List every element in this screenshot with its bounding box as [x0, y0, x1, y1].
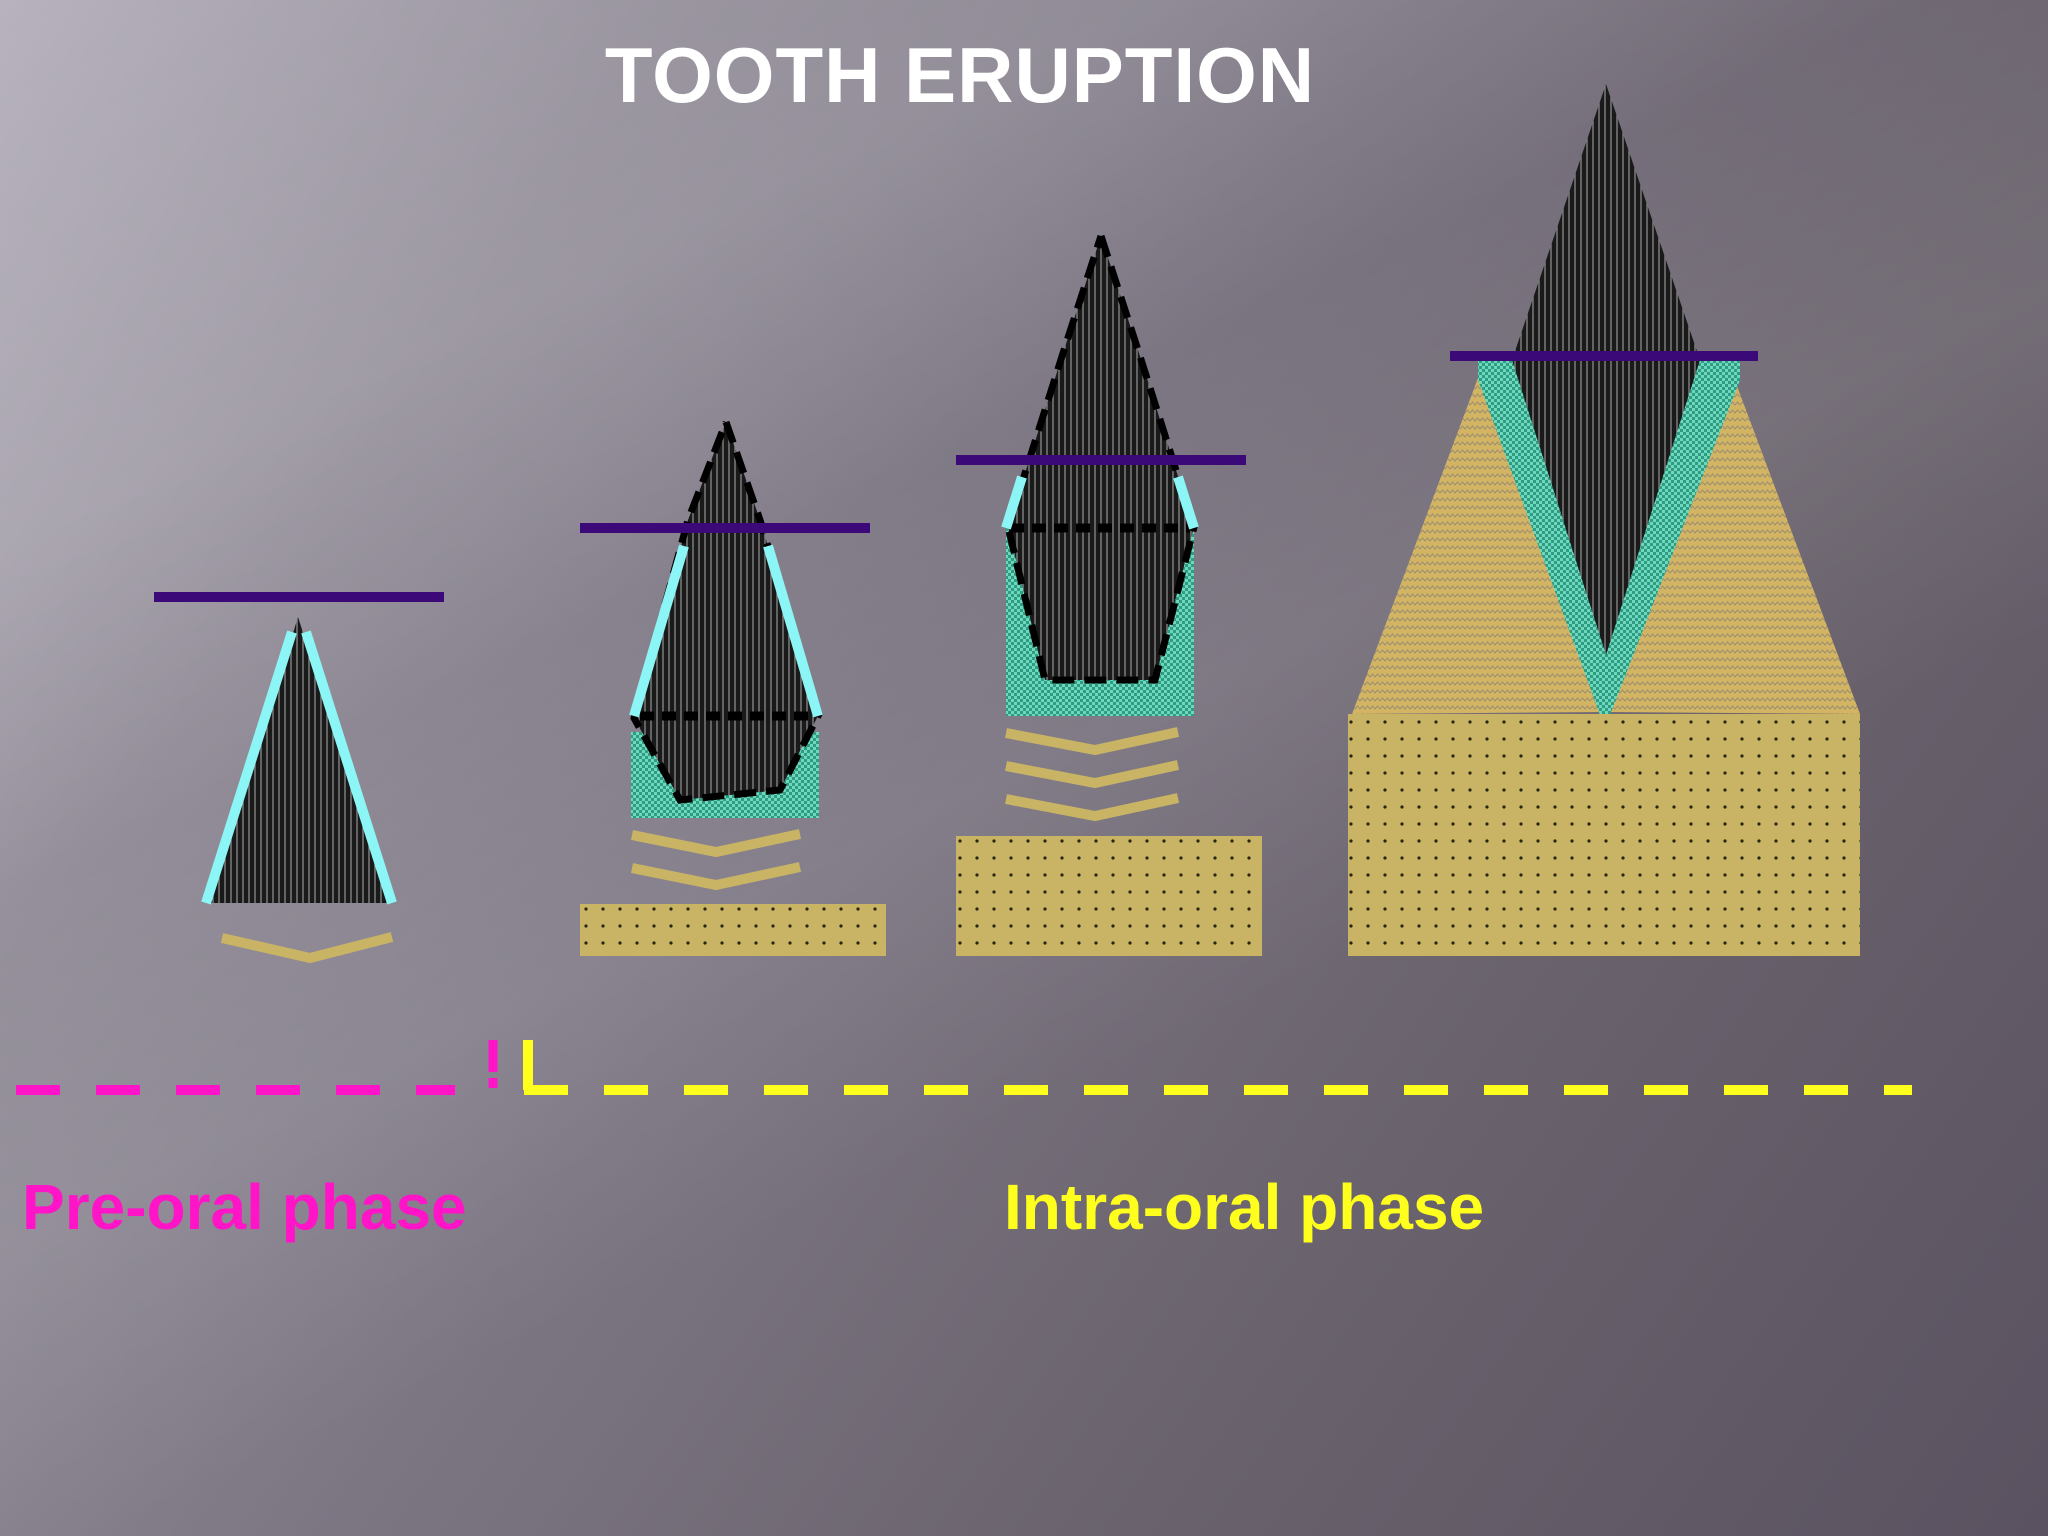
pre-oral-phase-label: Pre-oral phase: [22, 1171, 467, 1243]
stage-3: [956, 234, 1262, 956]
root-zone-chevron: [1005, 760, 1180, 789]
enamel-epithelium: [629, 544, 689, 718]
stage-4: [1348, 84, 1860, 956]
root-zone-chevron: [631, 862, 802, 891]
phase-timeline: [16, 1040, 1912, 1095]
alveolar-bone-block: [580, 904, 886, 956]
alveolar-bone-block: [956, 836, 1262, 956]
tooth-crown: [634, 422, 819, 800]
enamel-epithelium: [1001, 475, 1027, 530]
slide-title: TOOTH ERUPTION: [604, 31, 1316, 119]
root-zone-chevron: [631, 829, 802, 858]
enamel-epithelium: [201, 630, 297, 905]
alveolar-bone-block: [1348, 714, 1860, 956]
intra-oral-phase-label: Intra-oral phase: [1004, 1171, 1485, 1243]
stage-1: [154, 592, 444, 964]
tooth-outline-dashed: [1004, 234, 1198, 684]
stage-2: [580, 420, 886, 956]
enamel-epithelium: [763, 544, 823, 718]
enamel-epithelium: [301, 630, 397, 905]
root-zone-chevron: [220, 932, 394, 964]
tooth-crown: [210, 617, 390, 903]
root-zone-chevron: [1005, 727, 1180, 756]
root-zone-chevron: [1005, 793, 1180, 822]
enamel-epithelium: [1173, 475, 1199, 530]
tooth-crown: [1512, 84, 1700, 655]
